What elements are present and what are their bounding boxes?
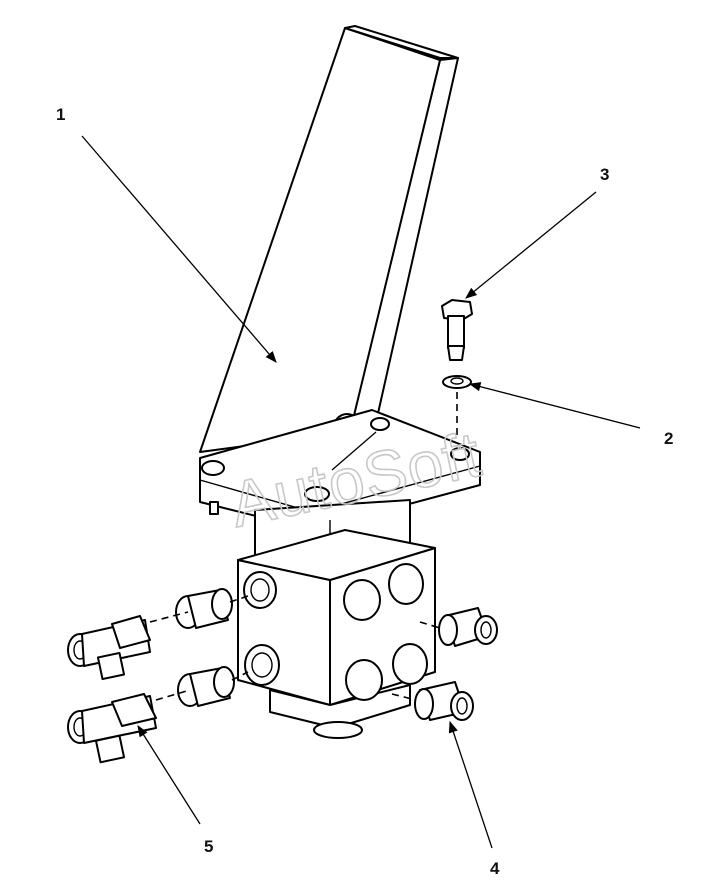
leader-pivot (331, 431, 377, 471)
leader-1 (81, 135, 277, 363)
adapter-upper-right (438, 607, 498, 647)
leader-3 (465, 191, 597, 299)
axis-right-upper (419, 621, 441, 629)
adapter-upper-left (175, 588, 233, 629)
adapter-lower-left (177, 666, 235, 707)
callout-5: 5 (204, 837, 213, 856)
leader-4 (448, 720, 493, 849)
axis-left-upper-2 (229, 595, 249, 603)
axis-left-lower (155, 689, 191, 701)
axis-left-lower-2 (231, 671, 249, 681)
axis-right-lower (391, 693, 417, 701)
washer-part-2 (442, 375, 472, 389)
leader-5 (137, 725, 201, 825)
axis-left-upper (149, 611, 189, 623)
leader-2 (468, 382, 641, 429)
leader-lines (81, 135, 641, 849)
callout-4: 4 (490, 859, 500, 878)
tee-fitting-lower (67, 693, 157, 764)
callout-3: 3 (600, 165, 609, 184)
tee-fitting-upper (67, 615, 151, 681)
bolt-part-3 (441, 299, 473, 361)
pedal-part-1 (199, 25, 459, 479)
callout-1: 1 (56, 105, 65, 124)
valve-body (237, 499, 436, 739)
adapter-lower-right (414, 681, 474, 721)
callout-2: 2 (664, 429, 673, 448)
